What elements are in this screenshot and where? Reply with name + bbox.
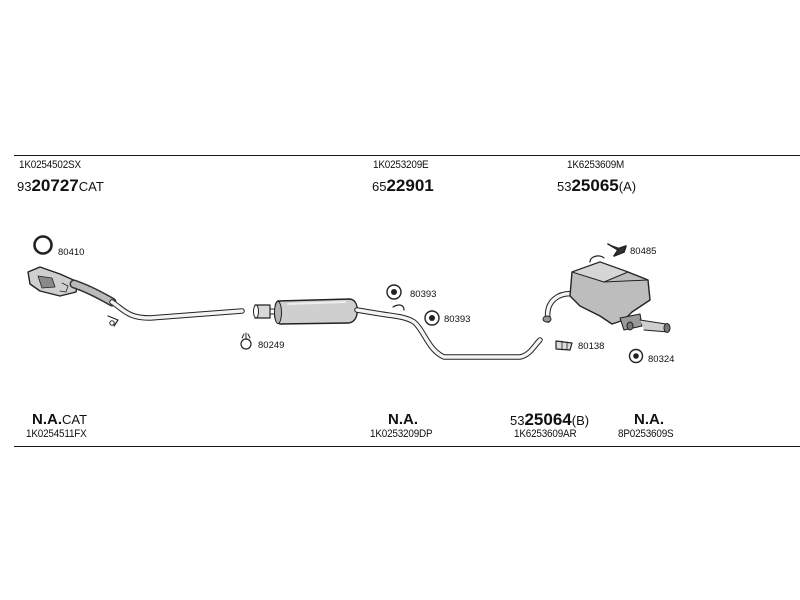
fitting-label: 80410 — [58, 247, 84, 258]
flexible-pipe — [69, 279, 119, 327]
clamp-fitting-icon — [240, 332, 252, 350]
part-number-rear-silencer-b: 5325064(B) — [510, 410, 590, 429]
part-number-catalyst: 9320727CAT — [17, 176, 104, 195]
fitting-label: 80138 — [578, 341, 604, 352]
rear-silencer — [542, 255, 671, 333]
intermediate-pipe — [354, 304, 543, 360]
middle-silencer — [253, 298, 358, 325]
rubber-mount-icon — [424, 310, 440, 326]
top-divider — [14, 155, 800, 156]
part-code-rear-silencer-a: 1K6253609M — [567, 159, 625, 171]
o-ring-fitting-icon — [33, 235, 53, 255]
part-code-middle-silencer: 1K0253209E — [373, 159, 429, 171]
part-number-rear-silencer-a: 5325065(A) — [557, 176, 637, 195]
part-number-front-pipe: N.A.CAT — [32, 411, 88, 428]
fitting-label: 80393 — [410, 289, 436, 300]
fitting-label: 80249 — [258, 340, 284, 351]
part-code-tail-section: 8P0253609S — [618, 428, 674, 440]
part-number-intermediate-pipe: N.A. — [388, 411, 418, 428]
bottom-divider — [14, 446, 800, 447]
rubber-mount-icon — [628, 348, 644, 364]
part-number-middle-silencer: 6522901 — [372, 176, 434, 195]
fitting-label: 80393 — [444, 314, 470, 325]
clamp-fitting-icon — [555, 340, 573, 351]
catalytic-converter — [27, 266, 79, 297]
part-code-catalyst: 1K0254502SX — [19, 159, 81, 171]
front-pipe — [109, 299, 245, 321]
part-number-tail-section: N.A. — [634, 411, 664, 428]
rubber-mount-icon — [386, 284, 402, 300]
part-code-intermediate-pipe: 1K0253209DP — [370, 428, 433, 440]
fitting-label: 80324 — [648, 354, 674, 365]
hanger-bracket-icon — [607, 243, 627, 257]
part-code-front-pipe: 1K0254511FX — [26, 428, 87, 440]
fitting-label: 80485 — [630, 246, 656, 257]
part-code-rear-silencer-b: 1K6253609AR — [514, 428, 577, 440]
